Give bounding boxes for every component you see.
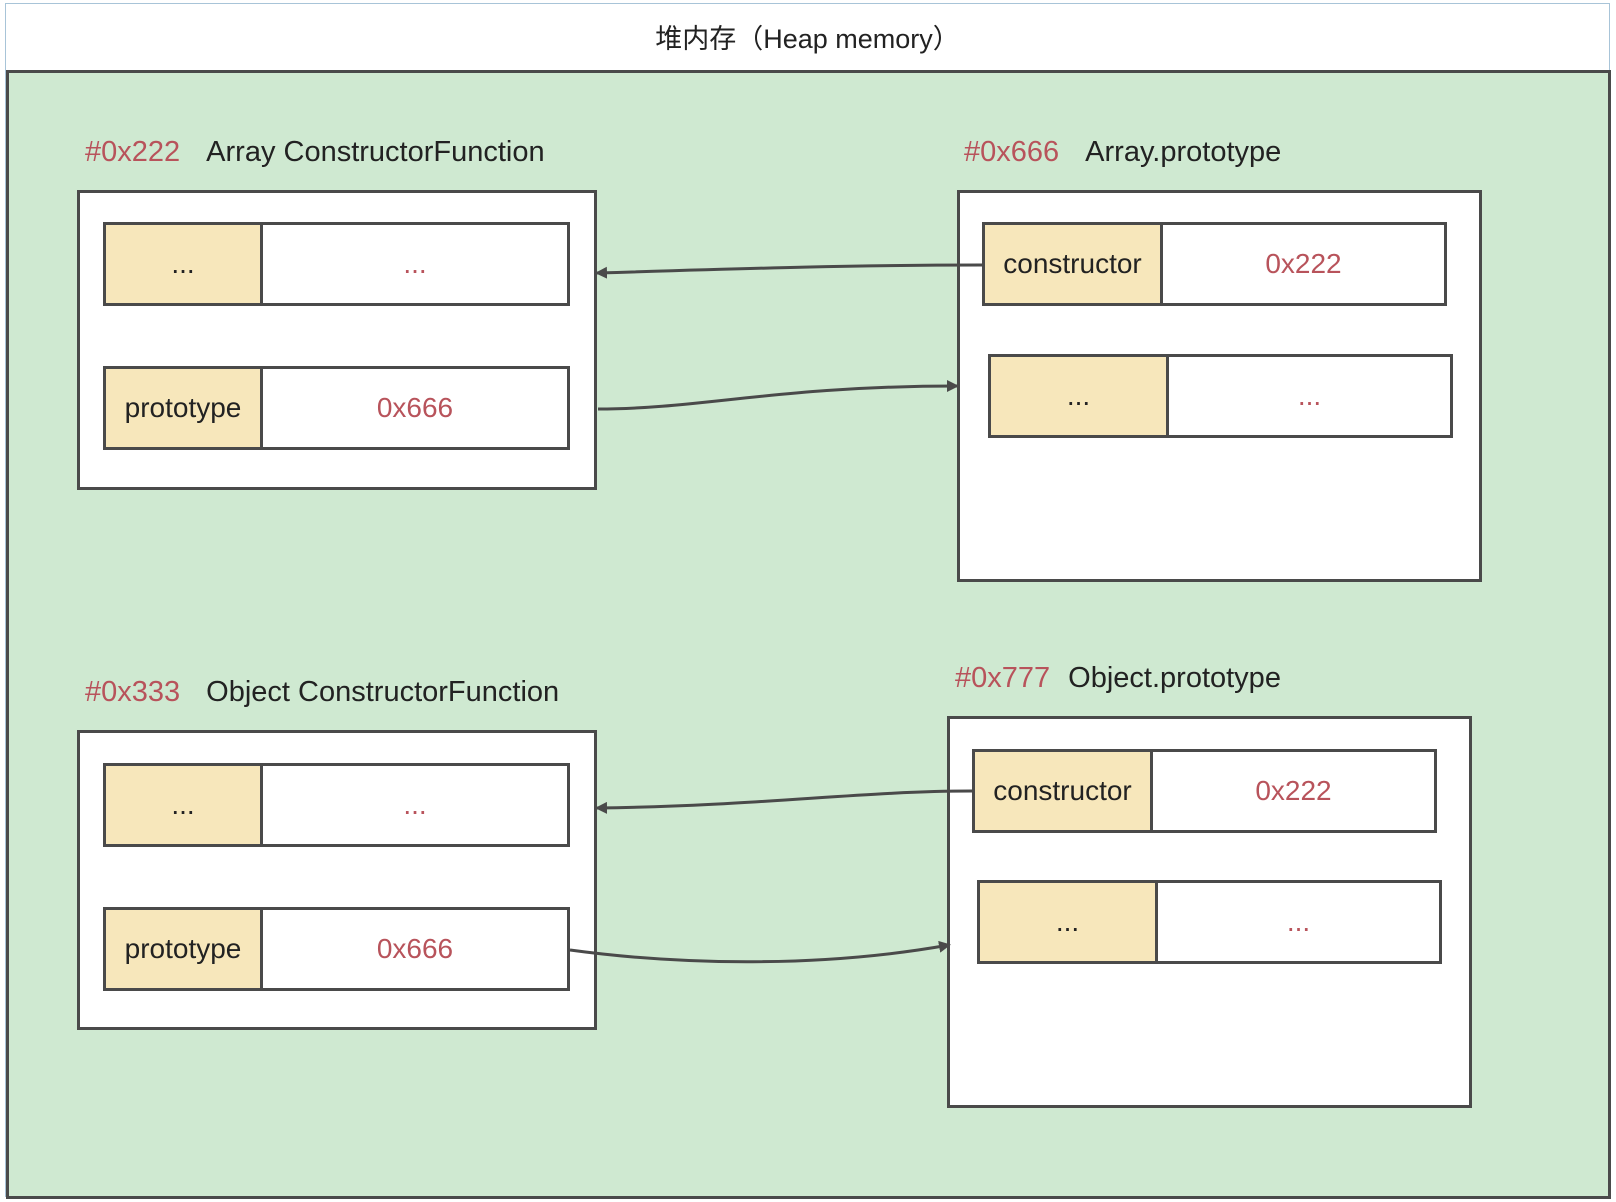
object-ctor-slot-1: ... ...: [103, 763, 570, 847]
object-proto-slot-constructor: constructor 0x222: [972, 749, 1437, 833]
object-ctor-address: #0x333: [85, 676, 181, 708]
slot-value: ...: [1297, 380, 1322, 411]
object-proto-label: #0x777 Object.prototype: [955, 662, 1281, 695]
array-proto-address: #0x666: [964, 136, 1060, 168]
array-ctor-label: #0x222 Array ConstructorFunction: [85, 136, 545, 169]
slot-key: prototype: [106, 369, 263, 447]
object-ctor-name: Object ConstructorFunction: [206, 676, 560, 708]
array-proto-name: Array.prototype: [1085, 136, 1282, 168]
object-proto-slot-2: ... ...: [977, 880, 1442, 964]
slot-key: prototype: [106, 910, 263, 988]
array-ctor-slot-prototype: prototype 0x666: [103, 366, 570, 450]
slot-value: ...: [1286, 906, 1311, 937]
array-proto-slot-2: ... ...: [988, 354, 1453, 438]
slot-key: ...: [106, 766, 263, 844]
slot-value: 0x222: [1265, 248, 1342, 279]
slot-value: ...: [403, 248, 427, 279]
slot-key: ...: [106, 225, 263, 303]
array-ctor-name: Array ConstructorFunction: [206, 136, 545, 168]
slot-key: ...: [991, 357, 1169, 435]
slot-key: constructor: [985, 225, 1163, 303]
object-ctor-label: #0x333 Object ConstructorFunction: [85, 676, 559, 709]
slot-value: ...: [403, 789, 427, 820]
slot-key: ...: [980, 883, 1158, 961]
array-proto-slot-constructor: constructor 0x222: [982, 222, 1447, 306]
object-ctor-slot-prototype: prototype 0x666: [103, 907, 570, 991]
slot-value: 0x222: [1255, 775, 1332, 806]
object-proto-address: #0x777: [955, 662, 1051, 694]
slot-key: constructor: [975, 752, 1153, 830]
array-ctor-address: #0x222: [85, 136, 181, 168]
heap-title: 堆内存（Heap memory）: [6, 4, 1609, 68]
array-ctor-slot-1: ... ...: [103, 222, 570, 306]
slot-value: 0x666: [376, 933, 454, 964]
object-proto-name: Object.prototype: [1068, 662, 1281, 694]
slot-value: 0x666: [376, 392, 454, 423]
array-proto-label: #0x666 Array.prototype: [964, 136, 1281, 169]
